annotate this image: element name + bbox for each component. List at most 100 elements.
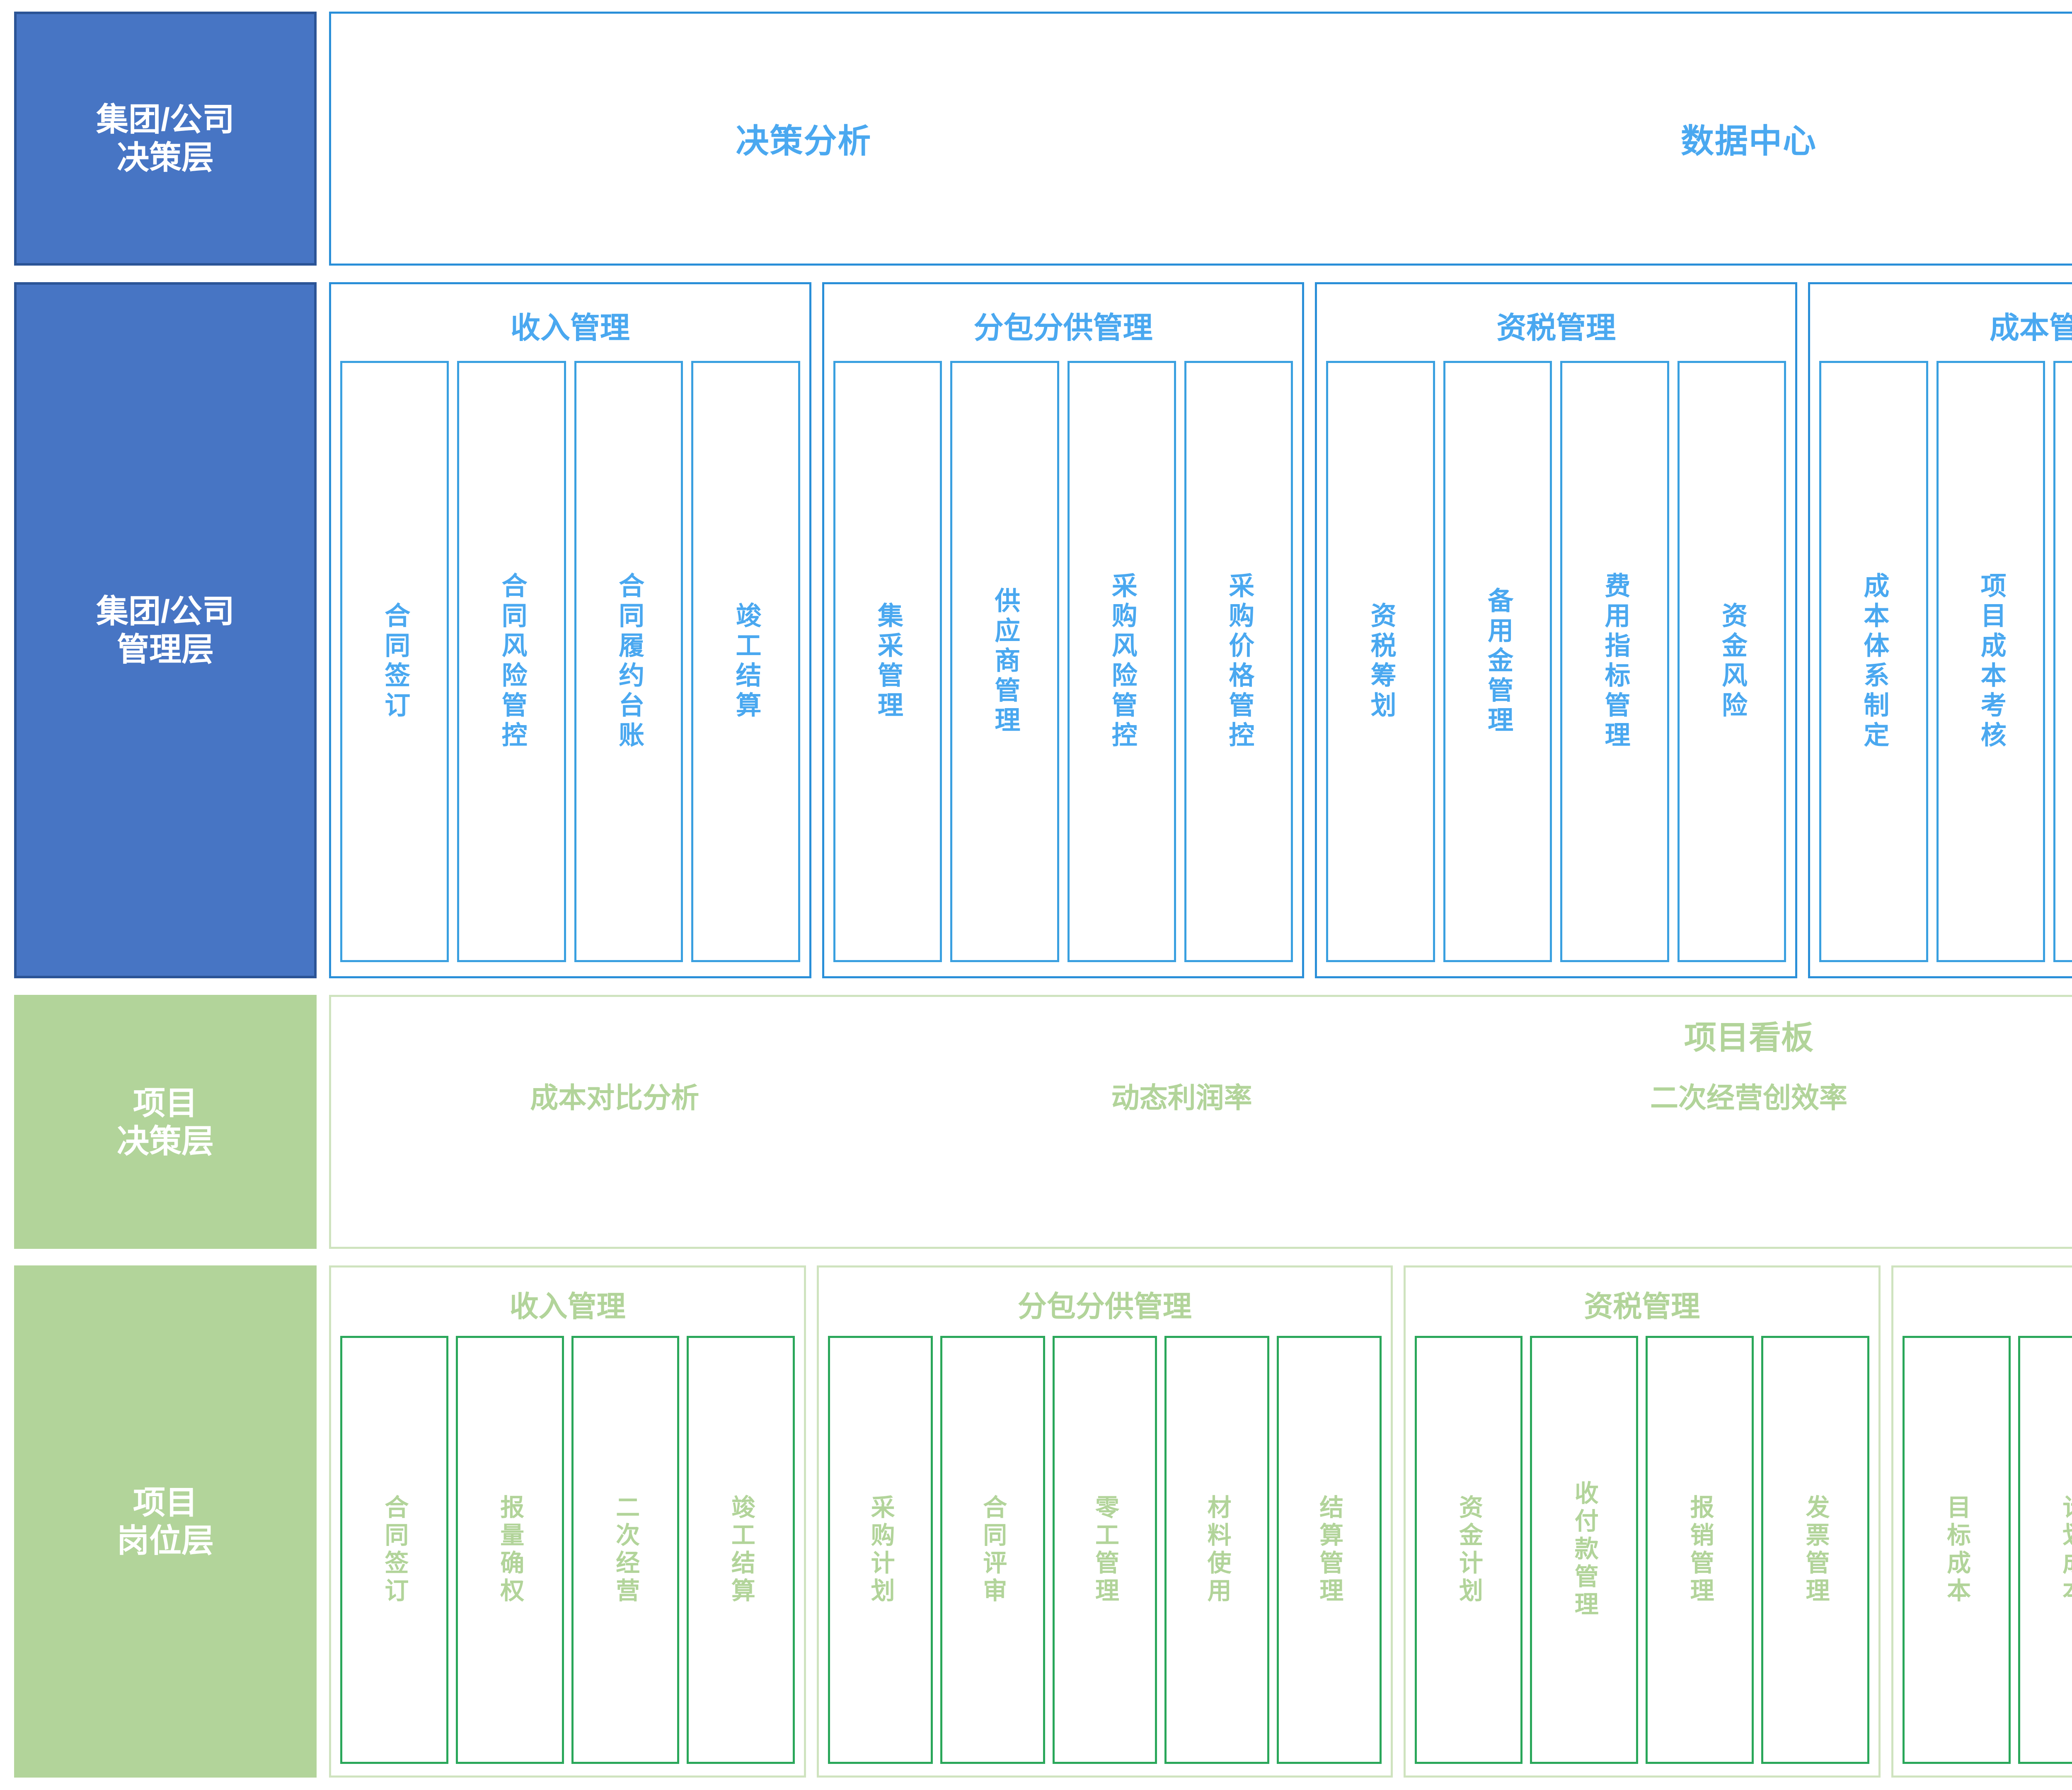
- module-item-label: 合同评审: [979, 1494, 1007, 1606]
- row-label-line2: 岗位层: [116, 1522, 214, 1559]
- row-label-line2: 决策层: [116, 1122, 214, 1159]
- module-cost-management: 成本管理 目标成本 计划成本 成本核算 成本还原: [1891, 1265, 2072, 1778]
- module-income-management: 收入管理 合同签订 合同风险管控 合同履约台账 竣工结算: [329, 282, 811, 979]
- module-item[interactable]: 合同签订: [340, 1336, 448, 1764]
- module-item-label: 采购计划: [867, 1494, 894, 1606]
- module-item[interactable]: 资金计划: [1414, 1336, 1523, 1764]
- module-item-label: 收付款管理: [1571, 1480, 1598, 1620]
- row-label-line1: 项目: [133, 1084, 198, 1121]
- module-item-label: 成本体系制定: [1859, 572, 1888, 751]
- module-item-label: 备用金管理: [1484, 587, 1513, 736]
- module-item[interactable]: 备用金管理: [1443, 360, 1552, 963]
- module-item-label: 采购价格管控: [1225, 572, 1254, 751]
- module-item[interactable]: 结算管理: [1276, 1336, 1382, 1764]
- module-title: 分包分供管理: [1017, 1290, 1192, 1323]
- board-item-secondary-operation-efficiency[interactable]: 二次经营创效率: [1650, 1082, 1848, 1114]
- module-finance-tax-management: 资税管理 资金计划 收付款管理 报销管理 发票管理: [1403, 1265, 1881, 1778]
- module-item[interactable]: 发票管理: [1761, 1336, 1869, 1764]
- project-board-panel: 项目看板 成本对比分析 动态利润率 二次经营创效率 产值确权率 项目经营月报: [329, 995, 2072, 1249]
- module-item-label: 供应商管理: [990, 587, 1019, 736]
- module-item-label: 采购风险管控: [1107, 572, 1136, 751]
- module-subcontract-supply-management: 分包分供管理 集采管理 供应商管理 采购风险管控 采购价格管控: [822, 282, 1305, 979]
- module-item-list: 合同签订 合同风险管控 合同履约台账 竣工结算: [340, 360, 800, 963]
- module-item[interactable]: 费用指标管理: [1560, 360, 1669, 963]
- module-item[interactable]: 合同履约台账: [574, 360, 683, 963]
- layer-row-project-decision: 项目 决策层 项目看板 成本对比分析 动态利润率 二次经营创效率 产值确权率 项…: [14, 995, 2072, 1249]
- module-item-label: 计划成本: [2059, 1494, 2072, 1606]
- module-item[interactable]: 合同签订: [340, 360, 449, 963]
- row-label-line2: 决策层: [116, 139, 214, 176]
- module-item[interactable]: 竣工结算: [687, 1336, 795, 1764]
- module-item-label: 合同履约台账: [615, 572, 644, 751]
- module-item[interactable]: 合同风险管控: [457, 360, 566, 963]
- module-item[interactable]: 集采管理: [833, 360, 942, 963]
- module-item-label: 资税筹划: [1366, 602, 1395, 721]
- module-item[interactable]: 采购价格管控: [1184, 360, 1293, 963]
- module-title: 分包分供管理: [973, 311, 1153, 345]
- module-item[interactable]: 收付款管理: [1530, 1336, 1639, 1764]
- module-item[interactable]: 竣工结算: [691, 360, 800, 963]
- module-item-label: 二次经营: [612, 1494, 639, 1606]
- module-item-list: 资金计划 收付款管理 报销管理 发票管理: [1414, 1336, 1869, 1764]
- module-cost-management: 成本管理 成本体系制定 项目成本考核 成本分析台账 成本指标管理: [1808, 282, 2072, 979]
- module-item-label: 竣工结算: [727, 1494, 755, 1606]
- module-title: 收入管理: [510, 311, 630, 345]
- module-item-label: 资金计划: [1455, 1494, 1482, 1606]
- module-item[interactable]: 成本分析台账: [2053, 360, 2072, 963]
- module-item[interactable]: 采购计划: [828, 1336, 933, 1764]
- row-label-project-post: 项目 岗位层: [14, 1265, 317, 1778]
- module-item[interactable]: 资税筹划: [1326, 360, 1435, 963]
- module-title: 成本管理: [1990, 311, 2072, 345]
- layer-row-group-decision: 集团/公司 决策层 决策分析 数据中心 企业知识库: [14, 12, 2072, 266]
- module-item-label: 结算管理: [1316, 1494, 1343, 1606]
- module-item[interactable]: 计划成本: [2018, 1336, 2072, 1764]
- module-finance-tax-management: 资税管理 资税筹划 备用金管理 费用指标管理 资金风险: [1315, 282, 1798, 979]
- row-label-line1: 集团/公司: [96, 593, 235, 630]
- layer-row-group-management: 集团/公司 管理层 收入管理 合同签订 合同风险管控 合同履约台账 竣工结算 分…: [14, 282, 2072, 979]
- module-title: 资税管理: [1584, 1290, 1700, 1323]
- module-item-label: 发票管理: [1802, 1494, 1829, 1606]
- module-item-label: 资金风险: [1717, 602, 1746, 721]
- module-item[interactable]: 报销管理: [1646, 1336, 1754, 1764]
- module-item-list: 集采管理 供应商管理 采购风险管控 采购价格管控: [833, 360, 1293, 963]
- module-item-label: 合同签订: [380, 602, 409, 721]
- module-item[interactable]: 合同评审: [940, 1336, 1045, 1764]
- module-item-label: 合同风险管控: [497, 572, 526, 751]
- row-label-line2: 管理层: [116, 631, 214, 668]
- row-label-line1: 项目: [133, 1484, 198, 1521]
- module-item[interactable]: 零工管理: [1052, 1336, 1157, 1764]
- module-item-label: 竣工结算: [731, 602, 760, 721]
- module-item-label: 集采管理: [873, 602, 902, 721]
- module-title: 收入管理: [509, 1290, 626, 1323]
- row-label-project-decision: 项目 决策层: [14, 995, 317, 1249]
- module-item[interactable]: 报量确权: [455, 1336, 564, 1764]
- module-item-label: 目标成本: [1943, 1494, 1970, 1606]
- module-subcontract-supply-management: 分包分供管理 采购计划 合同评审 零工管理 材料使用 结算管理: [817, 1265, 1393, 1778]
- module-item[interactable]: 目标成本: [1902, 1336, 2011, 1764]
- module-title: 资税管理: [1496, 311, 1616, 345]
- board-item-output-value-confirmation-rate[interactable]: 产值确权率: [2032, 1075, 2072, 1116]
- group-decision-panel: 决策分析 数据中心 企业知识库: [329, 12, 2072, 266]
- project-post-modules: 收入管理 合同签订 报量确权 二次经营 竣工结算 分包分供管理 采购计划 合同评…: [329, 1265, 2072, 1778]
- module-item-label: 合同签订: [381, 1494, 408, 1606]
- module-item[interactable]: 资金风险: [1677, 360, 1786, 963]
- module-item-list: 成本体系制定 项目成本考核 成本分析台账 成本指标管理: [1819, 360, 2072, 963]
- module-item[interactable]: 项目成本考核: [1936, 360, 2045, 963]
- decision-card-data-center[interactable]: 数据中心: [1681, 123, 1817, 160]
- module-item-label: 费用指标管理: [1600, 572, 1629, 751]
- module-item-label: 报量确权: [496, 1494, 524, 1606]
- module-item[interactable]: 采购风险管控: [1067, 360, 1176, 963]
- module-item-list: 采购计划 合同评审 零工管理 材料使用 结算管理: [828, 1336, 1382, 1764]
- row-label-group-management: 集团/公司 管理层: [14, 282, 317, 979]
- board-item-dynamic-profit-rate[interactable]: 动态利润率: [1111, 1082, 1252, 1114]
- project-board-item-list: 成本对比分析 动态利润率 二次经营创效率 产值确权率 项目经营月报: [331, 1075, 2072, 1116]
- module-item[interactable]: 成本体系制定: [1819, 360, 1928, 963]
- decision-card-analysis[interactable]: 决策分析: [736, 123, 872, 160]
- module-item-label: 项目成本考核: [1976, 572, 2005, 751]
- module-item[interactable]: 供应商管理: [950, 360, 1059, 963]
- board-item-cost-comparison[interactable]: 成本对比分析: [530, 1082, 700, 1114]
- module-item[interactable]: 材料使用: [1164, 1336, 1269, 1764]
- module-item[interactable]: 二次经营: [571, 1336, 680, 1764]
- module-item-label: 零工管理: [1091, 1494, 1118, 1606]
